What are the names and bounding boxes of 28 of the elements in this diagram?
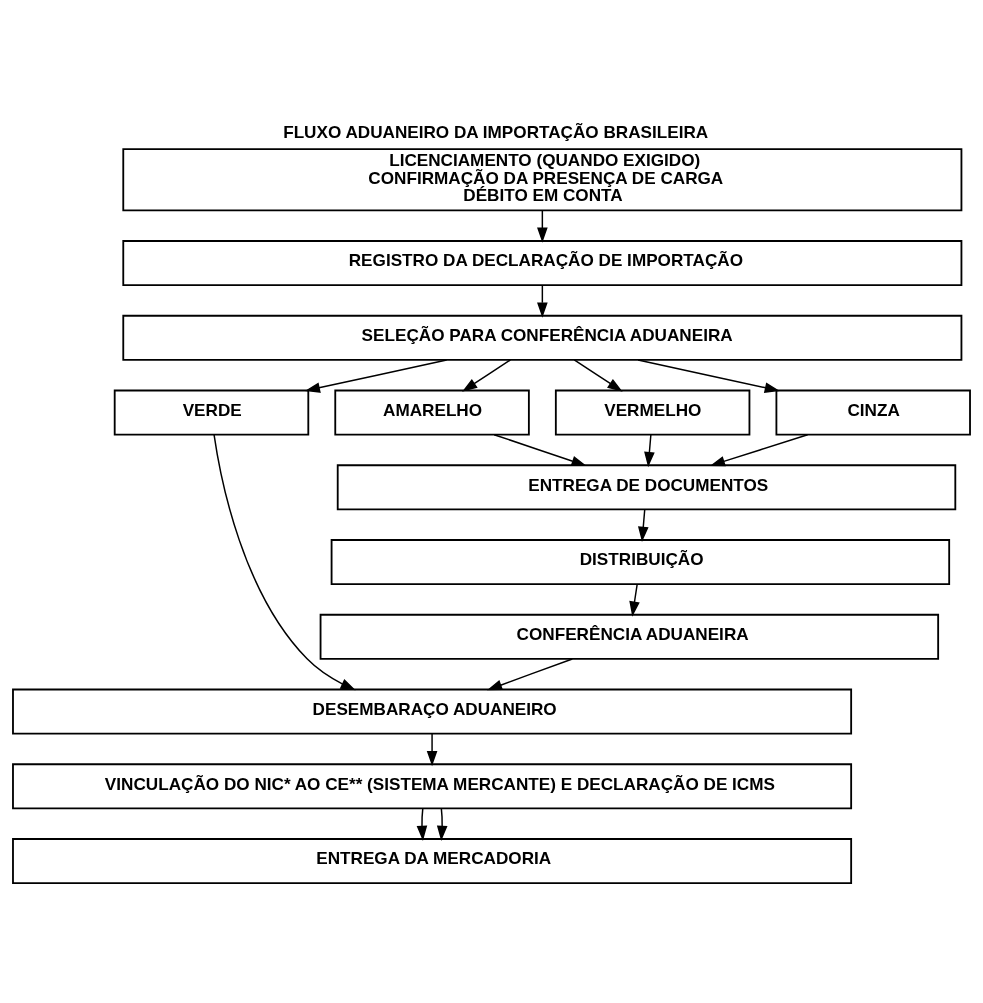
diagram-title: FLUXO ADUANEIRO DA IMPORTAÇÃO BRASILEIRA: [283, 121, 709, 142]
node-box: SELEÇÃO PARA CONFERÊNCIA ADUANEIRA: [122, 314, 963, 361]
arrow: [629, 582, 640, 617]
arrow: [637, 508, 649, 542]
arrow: [573, 358, 623, 392]
arrow: [304, 358, 448, 393]
node-box: DESEMBARAÇO ADUANEIRO: [12, 688, 853, 734]
arrow: [213, 433, 356, 690]
arrow: [637, 358, 780, 393]
node-box: VERMELHO: [554, 389, 751, 436]
node-box: VERDE: [113, 389, 310, 436]
node-box: CONFERÊNCIA ADUANEIRA: [319, 613, 940, 660]
node-box: REGISTRO DA DECLARAÇÃO DE IMPORTAÇÃO: [122, 239, 963, 286]
node-box: AMARELHO: [334, 389, 530, 436]
arrow: [486, 657, 574, 690]
arrow: [644, 433, 655, 467]
node-box: ENTREGA DA MERCADORIA: [12, 837, 853, 884]
arrow: [416, 807, 428, 841]
node-box: ENTREGA DE DOCUMENTOS: [336, 463, 957, 510]
node-box: VINCULAÇÃO DO NIC* AO CE** (SISTEMA MERCANTE) E DECLARAÇÃO DE ICMS: [12, 762, 853, 809]
arrow: [426, 732, 438, 766]
node-box: DISTRIBUIÇÃO: [330, 538, 951, 585]
node-box: LICENCIAMENTO (QUANDO EXIGIDO) CONFIRMAÇÃO DA PRESENÇA DE CARGA DÉBITO EM CONTA: [122, 147, 963, 211]
arrow: [709, 433, 809, 466]
arrow: [493, 433, 587, 466]
node-box: CINZA: [775, 389, 971, 436]
arrow: [436, 807, 448, 841]
arrow: [462, 358, 512, 392]
